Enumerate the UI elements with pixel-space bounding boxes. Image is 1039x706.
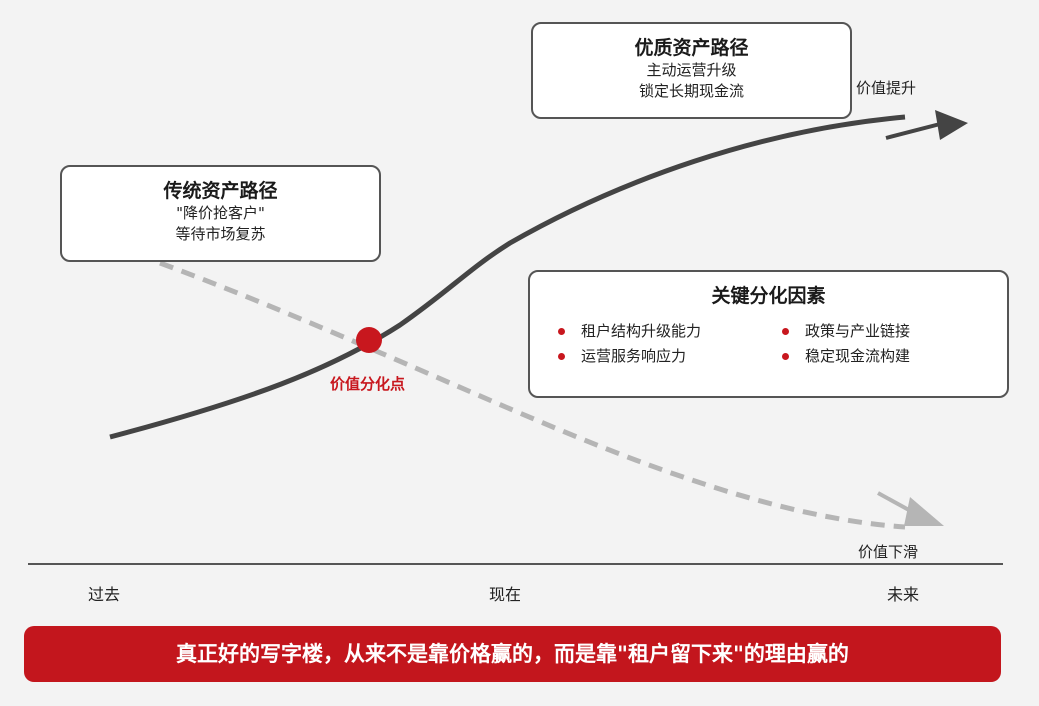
traditional-path-line-1: "降价抢客户" — [176, 204, 265, 222]
divergence-point-label: 价值分化点 — [330, 375, 406, 393]
rising-value-path — [109, 114, 906, 440]
bullet-icon — [558, 328, 565, 335]
declining-arrow-head — [904, 497, 944, 526]
rising-arrow-shaft — [885, 122, 941, 140]
quality-path-box: 优质资产路径 主动运营升级 锁定长期现金流 — [531, 22, 852, 119]
value-rise-label: 价值提升 — [856, 79, 917, 97]
bullet-icon — [558, 353, 565, 360]
value-decline-label: 价值下滑 — [858, 543, 919, 561]
factor-label: 稳定现金流构建 — [805, 347, 911, 365]
factor-label: 租户结构升级能力 — [581, 322, 702, 340]
key-factors-list: 租户结构升级能力 政策与产业链接 运营服务响应力 稳定现金流构建 — [558, 320, 1007, 368]
divergence-point-marker — [356, 327, 382, 353]
conclusion-banner: 真正好的写字楼，从来不是靠价格赢的，而是靠"租户留下来"的理由赢的 — [24, 626, 1001, 682]
factor-item: 稳定现金流构建 — [782, 345, 982, 368]
rising-arrow-head — [935, 110, 968, 140]
traditional-path-title: 传统资产路径 — [163, 180, 278, 202]
bullet-icon — [782, 328, 789, 335]
factor-item: 租户结构升级能力 — [558, 320, 782, 343]
quality-path-line-2: 锁定长期现金流 — [638, 82, 744, 100]
quality-path-title: 优质资产路径 — [634, 37, 749, 59]
traditional-path-box: 传统资产路径 "降价抢客户" 等待市场复苏 — [60, 165, 381, 262]
factor-item: 运营服务响应力 — [558, 345, 782, 368]
factor-label: 运营服务响应力 — [581, 347, 687, 365]
declining-value-path — [159, 260, 906, 530]
timeline-future-label: 未来 — [887, 585, 920, 604]
timeline-now-label: 现在 — [489, 585, 522, 604]
factor-label: 政策与产业链接 — [805, 322, 911, 340]
bullet-icon — [782, 353, 789, 360]
traditional-path-line-2: 等待市场复苏 — [175, 225, 266, 243]
key-factors-title: 关键分化因素 — [711, 285, 826, 307]
factor-item: 政策与产业链接 — [782, 320, 982, 343]
timeline-past-label: 过去 — [88, 585, 121, 604]
quality-path-line-1: 主动运营升级 — [646, 61, 737, 79]
key-factors-box: 关键分化因素 租户结构升级能力 政策与产业链接 运营服务响应力 稳定现金流构建 — [528, 270, 1009, 398]
